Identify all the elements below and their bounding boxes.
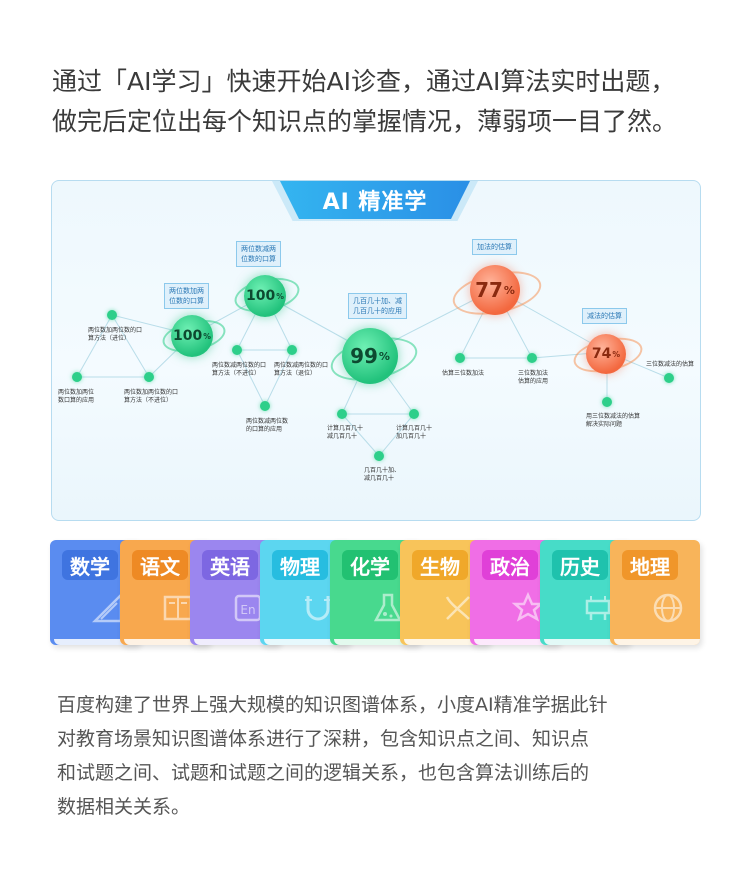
node-label: 两位数加两位数的口 算方法（进位） bbox=[88, 327, 143, 342]
magnet-icon bbox=[298, 588, 338, 628]
node-label: 三位数减法的估算 bbox=[646, 361, 695, 368]
svg-text:En: En bbox=[240, 603, 255, 617]
node-label: 计算几百几十 加几百几十 bbox=[396, 425, 433, 440]
knowledge-node[interactable] bbox=[455, 353, 465, 363]
knowledge-node[interactable] bbox=[287, 345, 297, 355]
description-line-1: 百度构建了世界上强大规模的知识图谱体系，小度AI精准学据此针 bbox=[57, 694, 608, 716]
node-label: 用三位数减法的估算 解决实际问题 bbox=[586, 413, 641, 428]
graph-banner: AI 精准学 bbox=[280, 181, 470, 219]
knowledge-node[interactable] bbox=[260, 401, 270, 411]
knowledge-node[interactable] bbox=[107, 310, 117, 320]
subject-name: 化学 bbox=[342, 550, 398, 580]
book-pages bbox=[614, 639, 700, 645]
mastery-node-add-two-digit[interactable]: 100% bbox=[171, 315, 213, 357]
book-pages bbox=[124, 639, 210, 645]
book-pages bbox=[544, 639, 630, 645]
knowledge-node[interactable] bbox=[337, 409, 347, 419]
node-label: 两位数加两位 数口算的应用 bbox=[58, 389, 95, 404]
book-pages bbox=[54, 639, 140, 645]
mastery-node-subtraction-estimate[interactable]: 74% bbox=[586, 334, 626, 374]
subject-name: 政治 bbox=[482, 550, 538, 580]
knowledge-node[interactable] bbox=[144, 372, 154, 382]
subject-name: 生物 bbox=[412, 550, 468, 580]
node-label: 几百几十加、 减几百几十 bbox=[364, 467, 401, 482]
tag-subtraction-estimate: 减法的估算 bbox=[582, 308, 627, 324]
node-label: 计算几百几十 减几百几十 bbox=[327, 425, 364, 440]
tag-text: 两位数加两 位数的口算 bbox=[169, 287, 204, 305]
knowledge-graph-panel: AI 精准学 bbox=[51, 180, 701, 521]
node-label: 估算三位数加法 bbox=[442, 370, 485, 377]
tag-text: 减法的估算 bbox=[587, 312, 622, 320]
description-text: 百度构建了世界上强大规模的知识图谱体系，小度AI精准学据此针 对教育场景知识图谱… bbox=[57, 688, 707, 824]
knowledge-node[interactable] bbox=[527, 353, 537, 363]
tag-text: 几百几十加、减 几百几十的应用 bbox=[353, 297, 402, 315]
knowledge-node[interactable] bbox=[409, 409, 419, 419]
tag-hundreds-application: 几百几十加、减 几百几十的应用 bbox=[348, 293, 407, 319]
book-pages bbox=[264, 639, 350, 645]
description-line-3: 和试题之间、试题和试题之间的逻辑关系，也包含算法训练后的 bbox=[57, 762, 590, 784]
percent-sign: % bbox=[612, 349, 621, 359]
subject-shelf: 数学语文英语 En 物理化学生物政治历史地理 bbox=[50, 540, 700, 648]
book-pages bbox=[474, 639, 560, 645]
tag-addition-estimate: 加法的估算 bbox=[472, 239, 517, 255]
node-label: 两位数减两位数的口 算方法（退位） bbox=[274, 362, 329, 377]
ding-icon bbox=[578, 588, 618, 628]
book-pages bbox=[334, 639, 420, 645]
percent-sign: % bbox=[276, 291, 284, 301]
percent-sign: % bbox=[203, 331, 211, 341]
tag-text: 加法的估算 bbox=[477, 243, 512, 251]
book-pages bbox=[194, 639, 280, 645]
node-label: 三位数加法 估算的应用 bbox=[518, 370, 549, 385]
node-label: 两位数加两位数的口 算方法（不进位） bbox=[124, 389, 179, 404]
knowledge-node[interactable] bbox=[374, 451, 384, 461]
knowledge-node[interactable] bbox=[72, 372, 82, 382]
mastery-value: 77 bbox=[475, 278, 503, 302]
tag-add-two-digit: 两位数加两 位数的口算 bbox=[164, 283, 209, 309]
globe-icon bbox=[648, 588, 688, 628]
mastery-value: 99 bbox=[350, 344, 378, 368]
subject-name: 数学 bbox=[62, 550, 118, 580]
mastery-value: 100 bbox=[173, 328, 203, 344]
tag-sub-two-digit: 两位数减两 位数的口算 bbox=[236, 241, 281, 267]
percent-sign: % bbox=[503, 283, 515, 297]
subject-book-8[interactable]: 地理 bbox=[610, 540, 700, 645]
subject-name: 语文 bbox=[132, 550, 188, 580]
knowledge-node[interactable] bbox=[232, 345, 242, 355]
description-line-2: 对教育场景知识图谱体系进行了深耕，包含知识点之间、知识点 bbox=[57, 728, 590, 750]
star-icon bbox=[508, 588, 548, 628]
mastery-node-sub-two-digit[interactable]: 100% bbox=[244, 275, 286, 317]
mastery-value: 100 bbox=[246, 288, 276, 304]
node-label: 两位数减两位数的口 算方法（不进位） bbox=[212, 362, 267, 377]
mastery-node-hundreds[interactable]: 99% bbox=[342, 328, 398, 384]
intro-text: 通过「AI学习」快速开始AI诊查，通过AI算法实时出题， 做完后定位出每个知识点… bbox=[52, 62, 712, 142]
book-pages bbox=[404, 639, 490, 645]
subject-name: 英语 bbox=[202, 550, 258, 580]
description-line-4: 数据相关关系。 bbox=[57, 796, 191, 818]
mastery-node-addition-estimate[interactable]: 77% bbox=[470, 265, 520, 315]
mastery-value: 74 bbox=[591, 346, 612, 362]
node-label: 两位数减两位数 的口算的应用 bbox=[246, 418, 289, 433]
intro-line-2: 做完后定位出每个知识点的掌握情况，薄弱项一目了然。 bbox=[52, 107, 678, 136]
subject-name: 历史 bbox=[552, 550, 608, 580]
percent-sign: % bbox=[378, 349, 390, 363]
subject-name: 物理 bbox=[272, 550, 328, 580]
knowledge-node[interactable] bbox=[664, 373, 674, 383]
intro-line-1: 通过「AI学习」快速开始AI诊查，通过AI算法实时出题， bbox=[52, 67, 676, 96]
knowledge-node[interactable] bbox=[602, 397, 612, 407]
tag-text: 两位数减两 位数的口算 bbox=[241, 245, 276, 263]
dna-icon bbox=[438, 588, 478, 628]
subject-name: 地理 bbox=[622, 550, 678, 580]
